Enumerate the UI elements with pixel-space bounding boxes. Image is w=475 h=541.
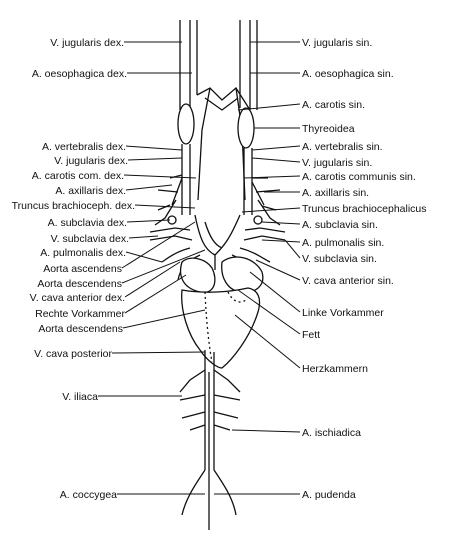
leader-lines (98, 41, 301, 495)
label-fett: Fett (302, 329, 320, 341)
thyroid-right-lobe (177, 103, 195, 145)
branches-left (154, 174, 183, 226)
label-a-pulmonalis-dex: A. pulmonalis dex. (40, 247, 126, 259)
label-v-jugularis-sin-2: V. jugularis sin. (302, 157, 372, 169)
jugular-vein-left-tube (179, 20, 198, 110)
label-v-cava-anterior-sin: V. cava anterior sin. (302, 275, 394, 287)
left-atrium (221, 256, 264, 293)
label-a-carotis-com-dex: A. carotis com. dex. (32, 170, 124, 182)
label-a-pulmonalis-sin: A. pulmonalis sin. (302, 237, 384, 249)
label-v-jugularis-sin-1: V. jugularis sin. (302, 37, 372, 49)
thyroid-left-lobe (237, 107, 255, 149)
carotid-left-long (197, 87, 246, 201)
label-a-subclavia-sin: A. subclavia sin. (302, 219, 378, 231)
cava-posterior (204, 350, 215, 372)
label-a-carotis-sin: A. carotis sin. (302, 99, 365, 111)
label-a-vertebralis-sin: A. vertebralis sin. (302, 141, 383, 153)
branches-right (251, 177, 281, 226)
jugular-vein-right-tube (239, 20, 258, 110)
label-aorta-descendens-2: Aorta descendens (38, 323, 123, 335)
jugular-lower (181, 144, 253, 215)
label-a-oesophagica-dex: A. oesophagica dex. (32, 68, 127, 80)
pulmonary-arteries (161, 247, 271, 281)
carotid-arteries (196, 87, 251, 111)
label-a-coccygea: A. coccygea (60, 489, 117, 501)
label-a-axillaris-sin: A. axillaris sin. (302, 187, 369, 199)
label-v-subclavia-sin: V. subclavia sin. (302, 253, 377, 265)
label-a-vertebralis-dex: A. vertebralis dex. (42, 141, 126, 153)
vessel-drawing (149, 20, 286, 530)
label-rechte-vorkammer: Rechte Vorkammer (35, 308, 125, 320)
label-v-cava-anterior-dex: V. cava anterior dex. (30, 292, 125, 304)
subclavian-veins (149, 227, 286, 241)
iliac-branches (179, 369, 241, 431)
label-herzkammern: Herzkammern (302, 363, 368, 375)
labels-left: V. jugularis dex. A. oesophagica dex. A.… (12, 37, 135, 501)
label-truncus-brachioceph-dex: Truncus brachioceph. dex. (12, 200, 135, 212)
heart-ventricles (181, 287, 261, 369)
label-v-jugularis-dex-1: V. jugularis dex. (50, 37, 124, 49)
label-v-cava-posterior: V. cava posterior (34, 348, 112, 360)
label-a-oesophagica-sin: A. oesophagica sin. (302, 68, 394, 80)
label-a-axillaris-dex: A. axillaris dex. (55, 185, 126, 197)
label-a-pudenda: A. pudenda (302, 489, 356, 501)
label-truncus-brachiocephalicus: Truncus brachiocephalicus (302, 203, 427, 215)
label-a-carotis-communis-sin: A. carotis communis sin. (302, 171, 416, 183)
aortic-arch (194, 214, 241, 270)
heart-fat-line (204, 291, 247, 363)
label-aorta-ascendens: Aorta ascendens (43, 263, 122, 275)
right-atrium (179, 257, 216, 293)
pudenda-coccygea (181, 469, 237, 530)
label-a-subclavia-dex: A. subclavia dex. (48, 217, 127, 229)
labels-right: V. jugularis sin. A. oesophagica sin. A.… (302, 37, 427, 501)
label-a-ischiadica: A. ischiadica (302, 427, 361, 439)
label-linke-vorkammer: Linke Vorkammer (302, 307, 384, 319)
lower-trunk (204, 372, 215, 470)
label-thyreoidea: Thyreoidea (302, 123, 355, 135)
label-v-jugularis-dex-2: V. jugularis dex. (54, 155, 128, 167)
label-v-iliaca: V. iliaca (62, 391, 98, 403)
subclavia-sin-stub (253, 215, 263, 225)
label-v-subclavia-dex: V. subclavia dex. (51, 233, 129, 245)
label-aorta-descendens-1: Aorta descendens (37, 278, 122, 290)
